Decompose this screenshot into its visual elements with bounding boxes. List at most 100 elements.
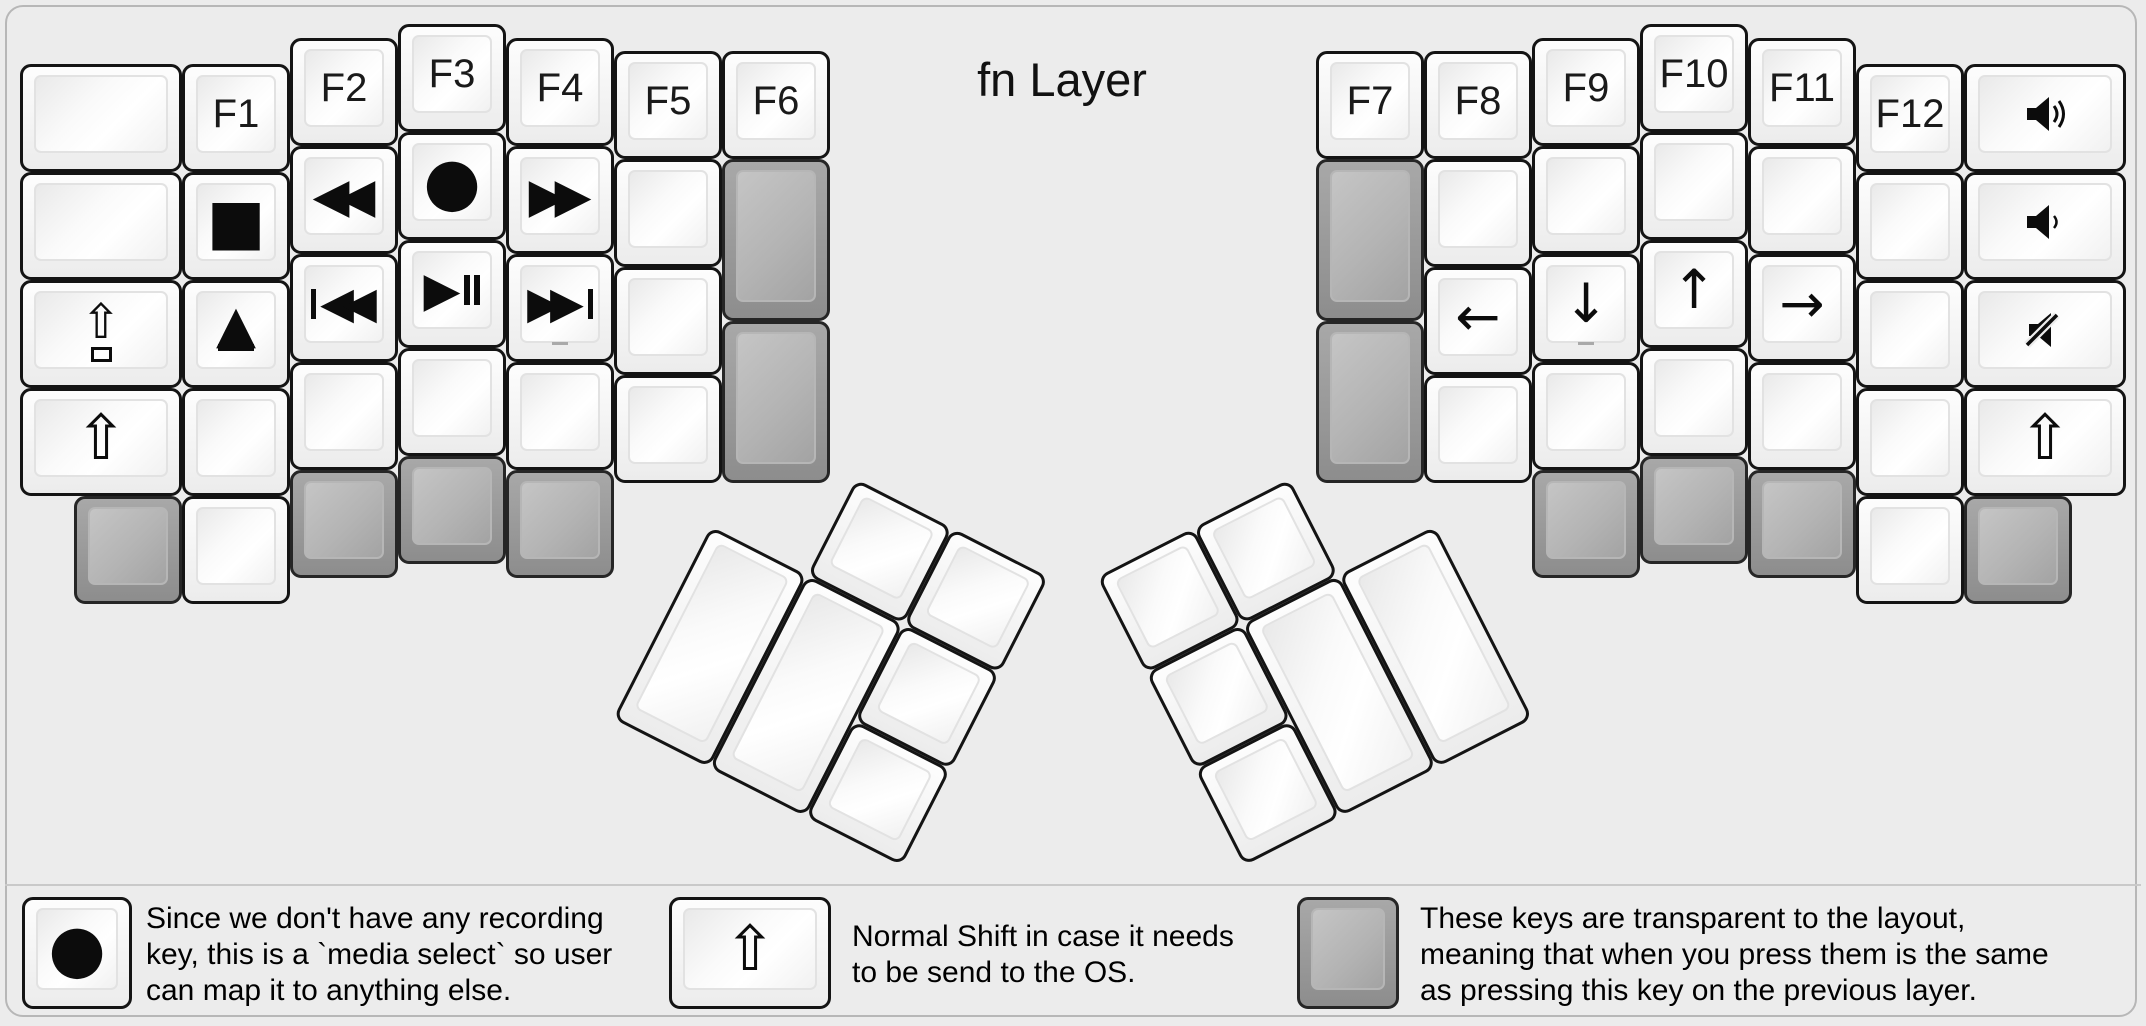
key-blank[interactable] — [20, 172, 182, 280]
key-shift[interactable]: ⇧ — [20, 388, 182, 496]
keycap-top — [34, 183, 168, 261]
keycap-top — [196, 507, 276, 585]
keycap-top — [1870, 291, 1950, 369]
keycap-top — [1978, 183, 2112, 261]
keycap-top: → — [1762, 265, 1842, 343]
key-transparent[interactable] — [1532, 470, 1640, 578]
key-blank[interactable] — [1856, 280, 1964, 388]
key-volume-up[interactable] — [1964, 64, 2126, 172]
keycap-top — [1654, 143, 1734, 221]
key-blank[interactable] — [182, 388, 290, 496]
shift-icon: ⇧ — [2019, 401, 2071, 474]
key-f11[interactable]: F11 — [1748, 38, 1856, 146]
key-volume-down[interactable] — [1964, 172, 2126, 280]
keycap-top — [1330, 170, 1410, 302]
key-blank[interactable] — [1748, 362, 1856, 470]
key-f9[interactable]: F9 — [1532, 38, 1640, 146]
key-blank[interactable] — [182, 496, 290, 604]
keycap-top — [826, 736, 934, 843]
key-transparent[interactable] — [1748, 470, 1856, 578]
eject-icon: ▲ — [216, 294, 256, 355]
keycap-top: F6 — [736, 62, 816, 140]
key-blank[interactable] — [506, 362, 614, 470]
keycap-top — [1870, 183, 1950, 261]
key-blank[interactable] — [1532, 362, 1640, 470]
key-eject[interactable]: ▲ — [182, 280, 290, 388]
key-next-track[interactable]: ▶▶ — [506, 254, 614, 362]
key-blank[interactable] — [614, 375, 722, 483]
key-caps-lock[interactable]: ⇧ — [20, 280, 182, 388]
key-mute[interactable] — [1964, 280, 2126, 388]
legend-key-transparent — [1297, 897, 1399, 1009]
key-arrow-left[interactable]: ← — [1424, 267, 1532, 375]
arrow-down-icon: ↓ — [1563, 272, 1609, 335]
keycap-top — [924, 544, 1032, 651]
keycap-top — [1438, 386, 1518, 464]
legend-text-line: key, this is a `media select` so user — [146, 938, 613, 971]
key-transparent[interactable] — [290, 470, 398, 578]
key-blank[interactable] — [20, 64, 182, 172]
keycap-top: ◀◀ — [304, 157, 384, 235]
key-f4[interactable]: F4 — [506, 38, 614, 146]
key-blank[interactable] — [1640, 348, 1748, 456]
key-blank[interactable] — [614, 267, 722, 375]
arrow-up-icon: ↑ — [1671, 258, 1717, 321]
key-arrow-down[interactable]: ↓ — [1532, 254, 1640, 362]
key-blank[interactable] — [398, 348, 506, 456]
key-shift[interactable]: ⇧ — [1964, 388, 2126, 496]
caps-lock-icon: ⇧ — [81, 298, 121, 362]
keycap-top — [1330, 332, 1410, 464]
keycap-top — [1546, 373, 1626, 451]
key-record[interactable]: ● — [398, 132, 506, 240]
key-rewind[interactable]: ◀◀ — [290, 146, 398, 254]
key-play-pause[interactable]: ▶ — [398, 240, 506, 348]
key-transparent[interactable] — [1964, 496, 2072, 604]
key-f1[interactable]: F1 — [182, 64, 290, 172]
key-label: F12 — [1875, 91, 1945, 136]
key-blank[interactable] — [1856, 496, 1964, 604]
key-arrow-up[interactable]: ↑ — [1640, 240, 1748, 348]
legend-text-line: as pressing this key on the previous lay… — [1420, 974, 1977, 1007]
key-label: F10 — [1659, 51, 1729, 96]
key-f7[interactable]: F7 — [1316, 51, 1424, 159]
key-f12[interactable]: F12 — [1856, 64, 1964, 172]
key-blank[interactable] — [1856, 388, 1964, 496]
key-transparent[interactable] — [722, 159, 830, 321]
key-f2[interactable]: F2 — [290, 38, 398, 146]
key-arrow-right[interactable]: → — [1748, 254, 1856, 362]
key-transparent[interactable] — [722, 321, 830, 483]
keycap-top: F12 — [1870, 75, 1950, 153]
key-transparent[interactable] — [506, 470, 614, 578]
key-blank[interactable] — [1640, 132, 1748, 240]
key-f6[interactable]: F6 — [722, 51, 830, 159]
key-label: F4 — [536, 65, 584, 110]
key-blank[interactable] — [1532, 146, 1640, 254]
key-prev-track[interactable]: ◀◀ — [290, 254, 398, 362]
key-transparent[interactable] — [1316, 159, 1424, 321]
keycap-top: F8 — [1438, 62, 1518, 140]
keycap-top — [1762, 481, 1842, 559]
key-blank[interactable] — [1424, 159, 1532, 267]
key-transparent[interactable] — [1316, 321, 1424, 483]
key-label: F7 — [1346, 78, 1394, 123]
keycap-top: ⇧ — [1978, 399, 2112, 477]
key-blank[interactable] — [1748, 146, 1856, 254]
key-transparent[interactable] — [74, 496, 182, 604]
key-stop[interactable]: ■ — [182, 172, 290, 280]
key-label: F5 — [644, 78, 692, 123]
keycap-top — [1438, 170, 1518, 248]
legend-text-line: Since we don't have any recording — [146, 902, 604, 935]
key-blank[interactable] — [1856, 172, 1964, 280]
key-blank[interactable] — [614, 159, 722, 267]
key-f8[interactable]: F8 — [1424, 51, 1532, 159]
key-blank[interactable] — [1424, 375, 1532, 483]
key-blank[interactable] — [290, 362, 398, 470]
key-transparent[interactable] — [398, 456, 506, 564]
key-fast-forward[interactable]: ▶▶ — [506, 146, 614, 254]
key-transparent[interactable] — [1640, 456, 1748, 564]
key-f10[interactable]: F10 — [1640, 24, 1748, 132]
keycap-top: ◀◀ — [304, 265, 384, 343]
key-f3[interactable]: F3 — [398, 24, 506, 132]
key-f5[interactable]: F5 — [614, 51, 722, 159]
